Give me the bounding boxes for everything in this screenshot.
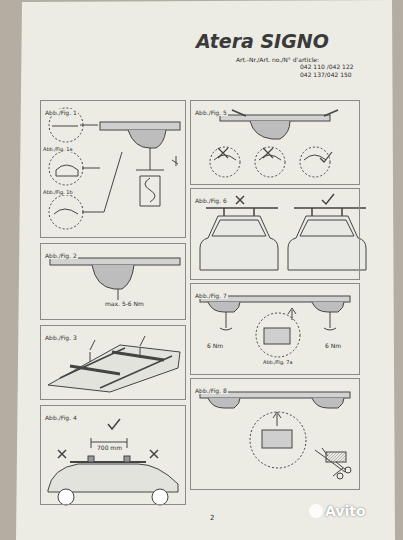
- figure-label: Abb./Fig. 4: [44, 414, 78, 421]
- figure-reference: Abb./Fig. 1b: [42, 189, 74, 195]
- figure-panel: Abb./Fig. 4: [40, 405, 186, 505]
- torque-note: max. 5-6 Nm: [104, 300, 145, 307]
- article-label: Art.-Nr./Art. no./N° d'article:: [236, 56, 319, 63]
- page-number: 2: [210, 514, 214, 522]
- figure-panel: Abb./Fig. 1: [40, 100, 186, 238]
- figure-label: Abb./Fig. 7: [194, 292, 228, 299]
- figure-panel: Abb./Fig. 8: [190, 378, 360, 490]
- figure-label: Abb./Fig. 5: [194, 109, 228, 116]
- figure-label: Abb./Fig. 6: [194, 197, 228, 204]
- figure-label: Abb./Fig. 1: [44, 109, 78, 116]
- figure-panel: Abb./Fig. 2: [40, 243, 186, 320]
- figure-label: Abb./Fig. 3: [44, 334, 78, 341]
- torque-value: 6 Nm: [206, 342, 224, 349]
- figure-panel: Abb./Fig. 3: [40, 325, 186, 400]
- dimension: 700 mm: [96, 444, 123, 451]
- watermark: Avito: [325, 503, 366, 519]
- article-number: 042 110 /042 122: [300, 63, 354, 70]
- figure-label: Abb./Fig. 8: [194, 387, 228, 394]
- figure-panel: Abb./Fig. 6: [190, 188, 360, 280]
- figure-panel: Abb./Fig. 5: [190, 100, 360, 185]
- figure-reference: Abb./Fig. 1a: [42, 146, 74, 152]
- article-number: 042 137/042 150: [300, 71, 352, 78]
- figure-label: Abb./Fig. 2: [44, 252, 78, 259]
- torque-value: 6 Nm: [324, 342, 342, 349]
- brand-title: Atera SIGNO: [196, 30, 329, 52]
- figure-reference: Abb./Fig. 7a: [262, 359, 294, 365]
